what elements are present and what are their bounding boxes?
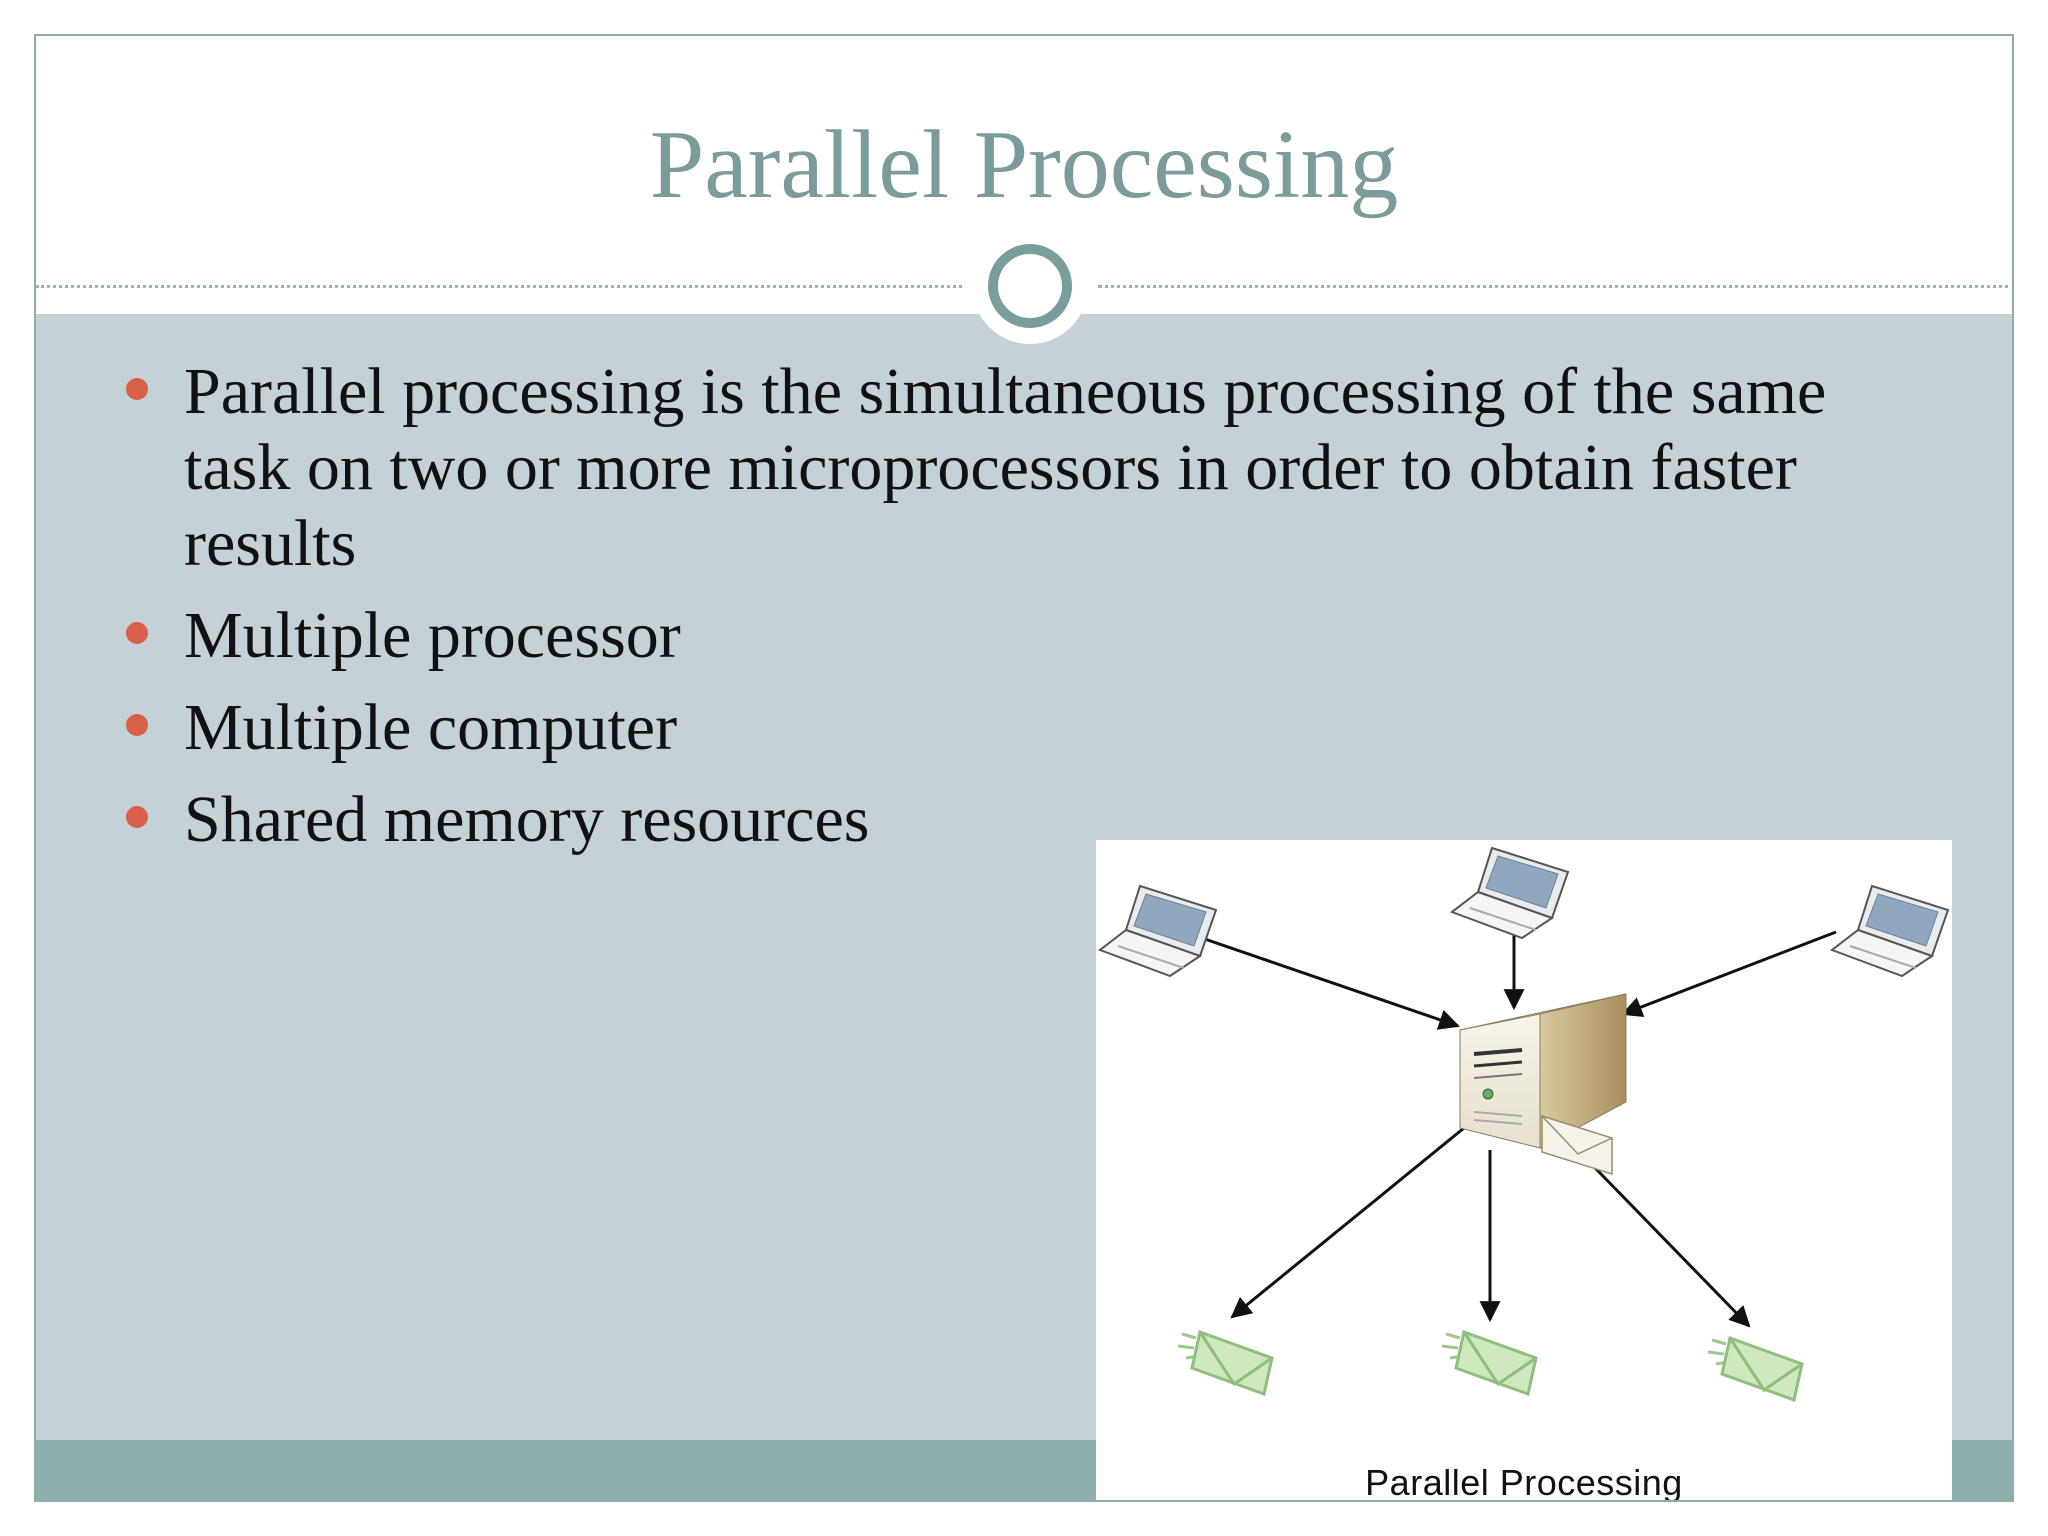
title-ring-decoration — [972, 228, 1088, 344]
title-divider-right — [1098, 285, 2012, 288]
bullet-text: Multiple computer — [184, 691, 678, 764]
bullet-item: Multiple processor — [96, 598, 1946, 674]
bullet-dot-icon — [126, 378, 148, 400]
parallel-processing-diagram: Parallel Processing — [1096, 840, 1952, 1502]
bullet-dot-icon — [126, 714, 148, 736]
bullet-text: Parallel processing is the simultaneous … — [184, 355, 1827, 580]
title-divider-left — [36, 285, 962, 288]
laptop-icon — [1449, 846, 1570, 940]
bullet-item: Parallel processing is the simultaneous … — [96, 354, 1946, 582]
bullet-item: Multiple computer — [96, 690, 1946, 766]
envelope-icon — [1441, 1330, 1538, 1396]
envelope-icon — [1707, 1336, 1804, 1402]
bullet-text: Multiple processor — [184, 599, 681, 672]
diagram-canvas — [1097, 846, 1950, 1402]
slide: Parallel Processing Parallel processing … — [34, 34, 2014, 1502]
server-icon — [1459, 993, 1627, 1176]
laptop-icon — [1829, 884, 1950, 978]
slide-title: Parallel Processing — [649, 111, 1399, 219]
bullet-text: Shared memory resources — [184, 783, 870, 856]
bullet-item: Shared memory resources — [96, 782, 1946, 858]
diagram-caption: Parallel Processing — [1365, 1462, 1683, 1502]
bullet-dot-icon — [126, 622, 148, 644]
envelope-icon — [1177, 1330, 1274, 1396]
bullet-list: Parallel processing is the simultaneous … — [96, 354, 1946, 874]
circle-icon — [988, 244, 1072, 328]
bullet-dot-icon — [126, 806, 148, 828]
laptop-icon — [1097, 884, 1218, 978]
